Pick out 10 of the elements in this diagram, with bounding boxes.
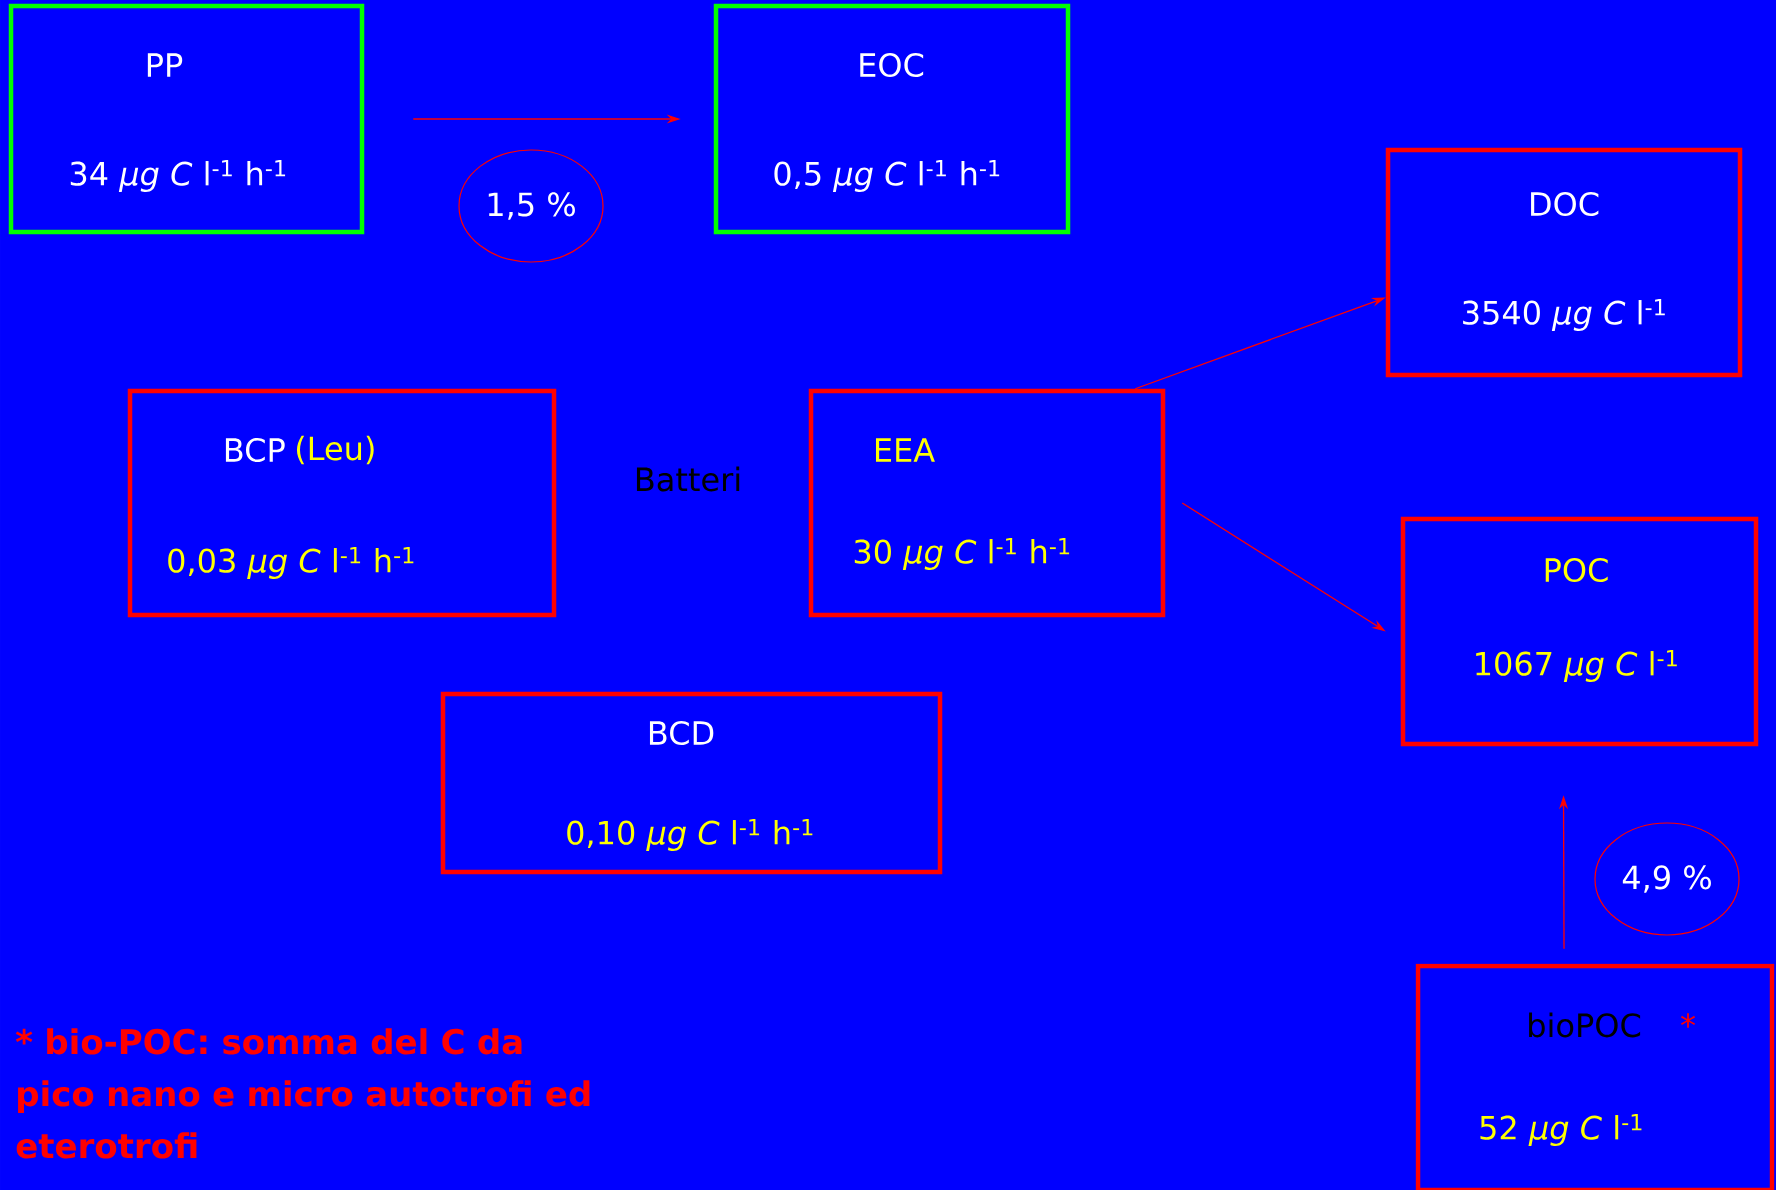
value-box: PP 34 µg C l$^{-1}$ h$^{-1}$ (8, 3, 365, 235)
value-box: bioPOC * 52 µg C l$^{-1}$ (1415, 963, 1775, 1190)
value-box: POC 1067 µg C l$^{-1}$ (1400, 516, 1759, 747)
value-box: BCP (Leu) 0,03 µg C l$^{-1}$ h$^{-1}$ (127, 388, 557, 618)
footnote: * bio-POC: somma del C da pico nano e micro autotrofi ed eterotrofi (15, 1028, 590, 1159)
value-box: EOC 0,5 µg C l$^{-1}$ h$^{-1}$ (713, 3, 1071, 235)
value-box: EEA 30 µg C l$^{-1}$ h$^{-1}$ (808, 388, 1166, 618)
value-box: DOC 3540 µg C l$^{-1}$ (1385, 147, 1743, 378)
value-box: BCD 0,10 µg C l$^{-1}$ h$^{-1}$ (440, 691, 943, 875)
caption-text: Batteri (636, 466, 740, 492)
